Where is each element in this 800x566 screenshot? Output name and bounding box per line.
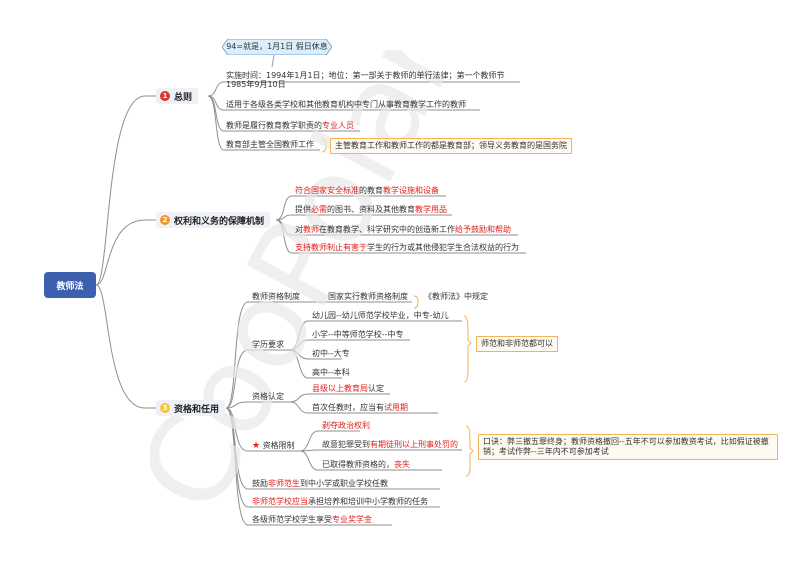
note-mnemonic: 口诀：弊三撤五罪终身；教师资格撤回--五年不可以参加教资考试，比如假证被撤销；考… (478, 434, 778, 460)
branch-label: 总则 (174, 92, 193, 103)
node-encourage-non-normal[interactable]: 鼓励非师范生到中小学或职业学校任教 (252, 479, 388, 488)
node-edu-req[interactable]: 学历要求 (252, 340, 284, 349)
callout-text: 94=就是，1月1日 假日休息 (226, 42, 328, 51)
branch-qualification[interactable]: 3 资格和任用 (156, 400, 226, 416)
node-qual-system-child[interactable]: 国家实行教师资格制度 (328, 292, 408, 301)
node-edu-primary[interactable]: 小学--中等师范学校--中专 (312, 330, 404, 339)
callout-bubble: 94=就是，1月1日 假日休息 (222, 39, 332, 55)
branch-label: 资格和任用 (174, 404, 220, 415)
callout-pointer (271, 55, 275, 67)
node-limit[interactable]: ★ 资格限制 (252, 441, 295, 451)
branch-zongze[interactable]: 1 总则 (156, 88, 199, 104)
node-qual-system[interactable]: 教师资格制度 (252, 292, 300, 301)
node-scope[interactable]: 适用于各级各类学校和其他教育机构中专门从事教育教学工作的教师 (226, 100, 466, 109)
node-limit-lose[interactable]: 已取得教师资格的，丧失 (322, 460, 410, 469)
node-edu-kindergarten[interactable]: 幼儿园--幼儿师范学校毕业，中专-幼儿 (312, 311, 449, 320)
node-cert-county[interactable]: 县级以上教育局认定 (312, 384, 384, 393)
node-edu-senior[interactable]: 高中--本科 (312, 368, 350, 377)
note-admin: 主管教育工作和教师工作的都是教育部；领导义务教育的是国务院 (330, 138, 572, 154)
node-edu-junior[interactable]: 初中--大专 (312, 349, 350, 358)
node-right-encourage[interactable]: 对教师在教育教学、科学研究中的创造新工作给予鼓励和帮助 (295, 225, 511, 234)
number-badge-2: 2 (160, 215, 170, 225)
node-scholarship[interactable]: 各级师范学校学生享受专业奖学金 (252, 515, 372, 524)
note-normal-or-not: 师范和非师范都可以 (476, 336, 558, 352)
node-professional[interactable]: 教师是履行教育教学职责的专业人员 (226, 121, 354, 130)
node-limit-crime[interactable]: 故意犯罪受到有期徒刑以上刑事处罚的 (322, 440, 458, 449)
node-non-normal-schools[interactable]: 非师范学校应当承担培养和培训中小学教师的任务 (252, 497, 428, 506)
node-cert-probation[interactable]: 首次任教时，应当有试用期 (312, 403, 408, 412)
root-node[interactable]: 教师法 (44, 272, 96, 298)
node-right-facilities[interactable]: 符合国家安全标准的教育教学设施和设备 (295, 186, 439, 195)
node-admin[interactable]: 教育部主管全国教师工作 (226, 140, 314, 149)
number-badge-1: 1 (160, 91, 170, 101)
branch-rights-duties[interactable]: 2 权利和义务的保障机制 (156, 212, 271, 228)
star-icon: ★ (252, 441, 261, 451)
node-time-status[interactable]: 实施时间：1994年1月1日；地位：第一部关于教师的单行法律；第一个教师节 19… (226, 71, 505, 89)
node-cert[interactable]: 资格认定 (252, 392, 284, 401)
node-right-stop-harm[interactable]: 支持教师制止有害于学生的行为或其他侵犯学生合法权益的行为 (295, 243, 519, 252)
node-right-materials[interactable]: 提供必需的图书、资料及其他教育教学用品 (295, 205, 447, 214)
branch-label: 权利和义务的保障机制 (174, 216, 265, 227)
node-limit-political[interactable]: 剥夺政治权利 (322, 421, 370, 430)
note-teacher-law: 《教师法》中规定 (424, 292, 488, 301)
number-badge-3: 3 (160, 403, 170, 413)
